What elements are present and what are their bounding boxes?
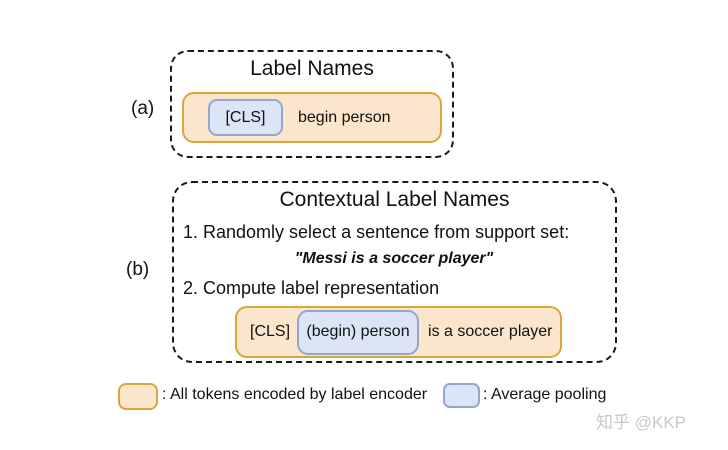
panel-a-title: Label Names [250,57,374,80]
panel-b-context-text: is a soccer player [428,323,553,340]
panel-b-token-sequence: [CLS] (begin) person is a soccer player [235,306,562,358]
legend-orange-swatch [118,383,158,410]
legend-orange-label: : All tokens encoded by label encoder [162,386,428,403]
panel-b-step1-text: 1. Randomly select a sentence from suppo… [183,222,570,242]
legend-blue-swatch [443,383,480,408]
panel-b-pooled-span: (begin) person [297,309,420,355]
panel-b-step2-text: 2. Compute label representation [183,278,440,298]
panel-a-cls-token: [CLS] [208,99,283,136]
panel-a-label: (a) [131,98,155,119]
panel-b-title: Contextual Label Names [279,188,510,211]
panel-a-label-name-text: begin person [298,108,391,126]
watermark-zhihu: 知乎 @KKP [596,413,686,432]
legend-blue-label: : Average pooling [483,386,607,403]
panel-a-box: Label Names [CLS] begin person [170,50,454,158]
panel-b-box: Contextual Label Names 1. Randomly selec… [172,181,617,363]
panel-b-cls-token: [CLS] [250,323,291,340]
panel-b-example-sentence: "Messi is a soccer player" [294,250,494,267]
panel-a-token-sequence: [CLS] begin person [182,92,442,143]
panel-b-label: (b) [126,259,150,280]
